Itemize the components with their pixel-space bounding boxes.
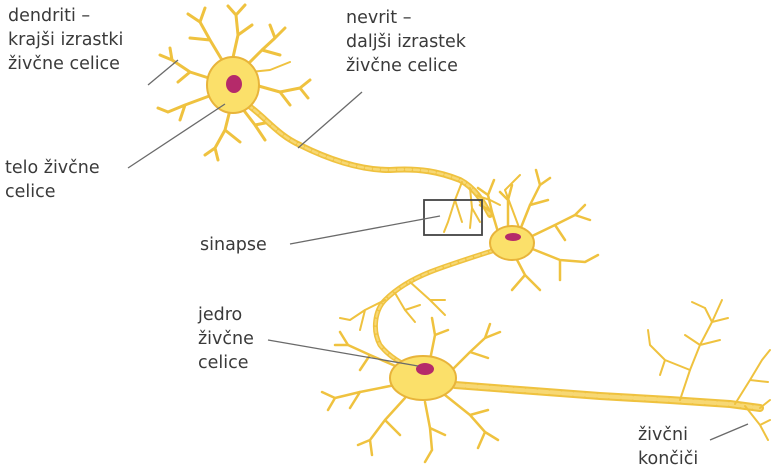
label-jedro-line-1: jedro bbox=[198, 303, 254, 327]
label-sinapse: sinapse bbox=[200, 233, 267, 257]
leader-koncici bbox=[710, 424, 748, 440]
neuron-2-nucleus bbox=[505, 233, 521, 241]
label-dendriti-line-2: krajši izrastki bbox=[8, 28, 123, 52]
label-koncici-line-1: živčni bbox=[638, 423, 698, 447]
neuron-3-terminals bbox=[648, 300, 770, 440]
label-dendriti-line-3: živčne celice bbox=[8, 52, 123, 76]
label-jedro-line-2: živčne bbox=[198, 327, 254, 351]
label-telo: telo živčne celice bbox=[5, 156, 100, 204]
label-dendriti-line-1: dendriti – bbox=[8, 4, 123, 28]
neuron-2-axon bbox=[375, 250, 495, 370]
neuron-3-nucleus bbox=[416, 363, 434, 375]
label-nevrit: nevrit – daljši izrastek živčne celice bbox=[346, 6, 466, 78]
label-sinapse-line-1: sinapse bbox=[200, 233, 267, 257]
label-nevrit-line-3: živčne celice bbox=[346, 54, 466, 78]
neuron-1-nucleus bbox=[226, 75, 242, 93]
neuron-2-body bbox=[490, 226, 534, 260]
label-dendriti: dendriti – krajši izrastki živčne celice bbox=[8, 4, 123, 76]
label-jedro-line-3: celice bbox=[198, 351, 254, 375]
neuron-2-terminals bbox=[340, 282, 445, 330]
neuron-3 bbox=[322, 300, 770, 462]
leader-nevrit bbox=[298, 92, 362, 148]
label-koncici-line-2: končiči bbox=[638, 447, 698, 471]
label-nevrit-line-1: nevrit – bbox=[346, 6, 466, 30]
leader-sinapse bbox=[290, 216, 440, 244]
label-jedro: jedro živčne celice bbox=[198, 303, 254, 375]
neuron-2-dendrites bbox=[478, 170, 598, 290]
label-telo-line-1: telo živčne bbox=[5, 156, 100, 180]
leader-dendriti bbox=[148, 60, 178, 85]
label-koncici: živčni končiči bbox=[638, 423, 698, 471]
label-telo-line-2: celice bbox=[5, 180, 100, 204]
label-nevrit-line-2: daljši izrastek bbox=[346, 30, 466, 54]
leader-telo bbox=[128, 104, 225, 168]
neuron-1-axon bbox=[248, 105, 490, 215]
